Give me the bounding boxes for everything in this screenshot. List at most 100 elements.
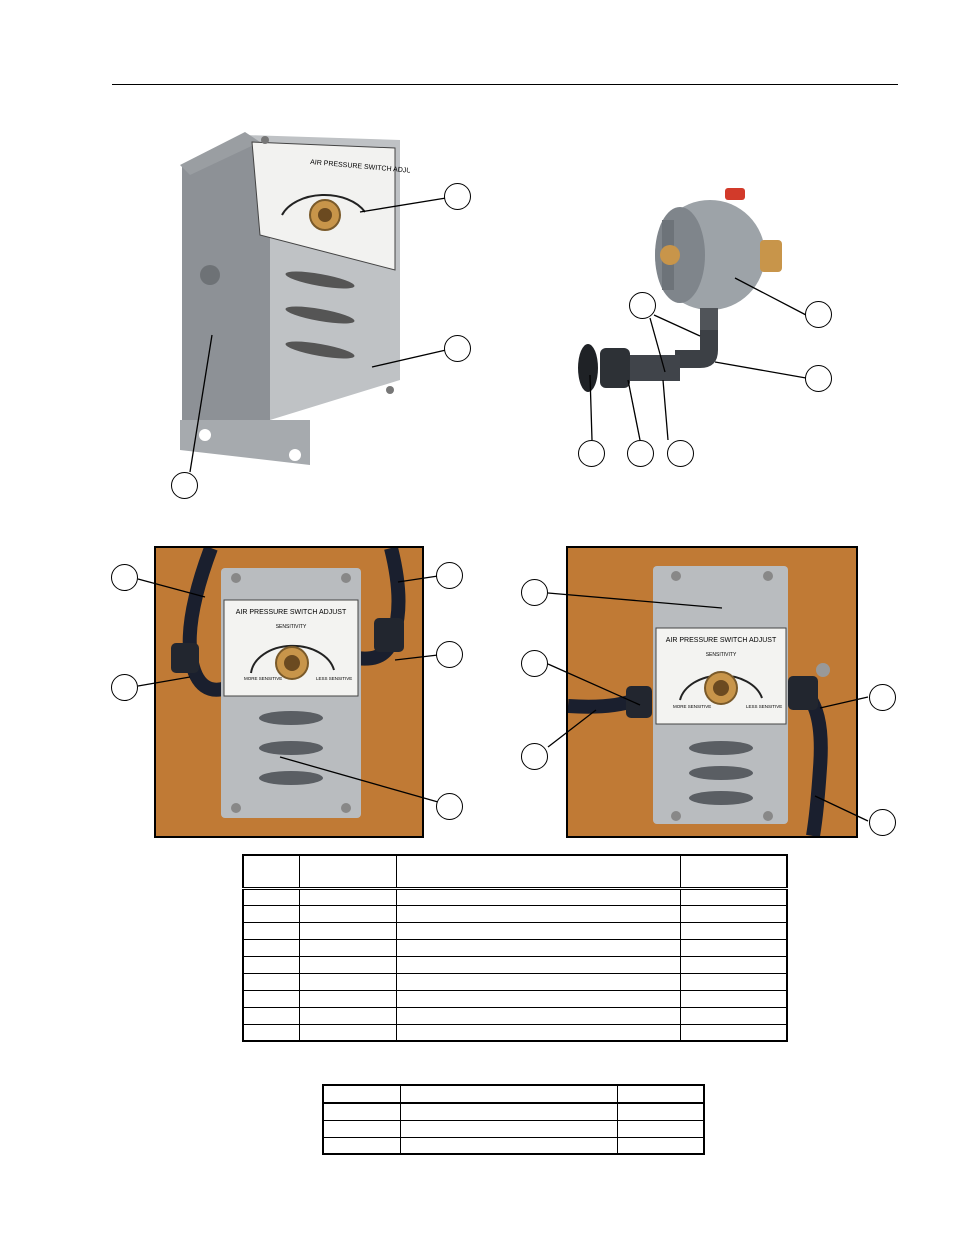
- table-cell: [400, 1119, 618, 1138]
- photo-installed-right: AIR PRESSURE SWITCH ADJUST SENSITIVITY M…: [566, 546, 858, 838]
- table-cell: [299, 887, 397, 906]
- photo-enclosure-box: AIR PRESSURE SWITCH ADJUST: [180, 132, 410, 465]
- header-cell: [299, 854, 397, 890]
- table-cell: [322, 1136, 402, 1155]
- table-cell: [299, 955, 397, 974]
- plate-sensitivity-text-3: SENSITIVITY: [706, 652, 737, 658]
- table-cell: [242, 904, 301, 923]
- callout-circle: [869, 809, 896, 836]
- callout-circle: [667, 440, 694, 467]
- table-cell: [242, 989, 301, 1008]
- callout-circle: [171, 472, 198, 499]
- table-cell: [679, 887, 788, 906]
- table-cell: [395, 972, 681, 991]
- callout-circle: [521, 579, 548, 606]
- table-cell: [679, 904, 788, 923]
- table-cell: [400, 1102, 618, 1121]
- callout-circle: [869, 684, 896, 711]
- callout-circle: [436, 793, 463, 820]
- table-row: [322, 1136, 705, 1155]
- table-row: [242, 955, 788, 974]
- callout-circle: [627, 440, 654, 467]
- table-cell: [242, 955, 301, 974]
- callout-circle: [629, 292, 656, 319]
- table-cell: [395, 989, 681, 1008]
- callout-circle: [444, 183, 471, 210]
- table-cell: [679, 1023, 788, 1042]
- table-cell: [395, 938, 681, 957]
- table-row: [242, 1023, 788, 1042]
- callout-circle: [436, 562, 463, 589]
- callout-circle: [521, 650, 548, 677]
- table-row: [242, 989, 788, 1008]
- plate-title-text-2: AIR PRESSURE SWITCH ADJUST: [236, 609, 347, 616]
- table-cell: [679, 972, 788, 991]
- table-row: [322, 1102, 705, 1121]
- table-row: [322, 1119, 705, 1138]
- table-cell: [679, 1006, 788, 1025]
- callout-circle: [805, 301, 832, 328]
- table-row: [242, 1006, 788, 1025]
- plate-more-sensitive-text-3: MORE SENSITIVE: [673, 704, 711, 709]
- table-cell: [616, 1102, 705, 1121]
- table-header-row: [322, 1084, 705, 1104]
- table-cell: [242, 938, 301, 957]
- table-row: [242, 921, 788, 940]
- table-header-row: [242, 854, 788, 890]
- table-cell: [242, 921, 301, 940]
- table-cell: [299, 1023, 397, 1042]
- table-cell: [616, 1119, 705, 1138]
- table-cell: [395, 955, 681, 974]
- header-cell: [679, 854, 788, 890]
- table-row: [242, 904, 788, 923]
- table-cell: [299, 904, 397, 923]
- table-cell: [679, 955, 788, 974]
- table-row: [242, 972, 788, 991]
- table-cell: [322, 1119, 402, 1138]
- parts-table: [242, 854, 788, 1042]
- header-cell: [400, 1084, 618, 1104]
- table-cell: [395, 904, 681, 923]
- table-cell: [679, 938, 788, 957]
- photo-installed-left: AIR PRESSURE SWITCH ADJUST SENSITIVITY M…: [154, 546, 424, 838]
- callout-circle: [436, 641, 463, 668]
- table-cell: [299, 989, 397, 1008]
- callout-circle: [805, 365, 832, 392]
- table-cell: [395, 921, 681, 940]
- plate-less-sensitive-text-3: LESS SENSITIVE: [746, 704, 782, 709]
- table-cell: [299, 972, 397, 991]
- table-cell: [299, 1006, 397, 1025]
- table-cell: [242, 972, 301, 991]
- header-cell: [322, 1084, 402, 1104]
- table-cell: [679, 921, 788, 940]
- plate-more-sensitive-text-2: MORE SENSITIVE: [244, 676, 282, 681]
- plate-less-sensitive-text-2: LESS SENSITIVE: [316, 676, 352, 681]
- callout-circle: [578, 440, 605, 467]
- table-cell: [395, 1023, 681, 1042]
- table-row: [242, 887, 788, 906]
- header-cell: [242, 854, 301, 890]
- plate-sensitivity-text-2: SENSITIVITY: [276, 624, 307, 630]
- header-cell: [395, 854, 681, 890]
- table-cell: [242, 1023, 301, 1042]
- table-cell: [322, 1102, 402, 1121]
- table-cell: [395, 1006, 681, 1025]
- photo-pressure-switch: [578, 188, 782, 392]
- table-cell: [679, 989, 788, 1008]
- table-cell: [395, 887, 681, 906]
- table-row: [242, 938, 788, 957]
- plate-title-text-3: AIR PRESSURE SWITCH ADJUST: [666, 637, 777, 644]
- header-cell: [616, 1084, 705, 1104]
- callout-circle: [444, 335, 471, 362]
- table-cell: [299, 921, 397, 940]
- table-cell: [400, 1136, 618, 1155]
- table-cell: [242, 1006, 301, 1025]
- header-rule: [112, 84, 898, 85]
- callout-circle: [111, 564, 138, 591]
- callout-circle: [111, 674, 138, 701]
- options-table: [322, 1084, 705, 1155]
- table-cell: [242, 887, 301, 906]
- callout-circle: [521, 743, 548, 770]
- table-cell: [616, 1136, 705, 1155]
- table-cell: [299, 938, 397, 957]
